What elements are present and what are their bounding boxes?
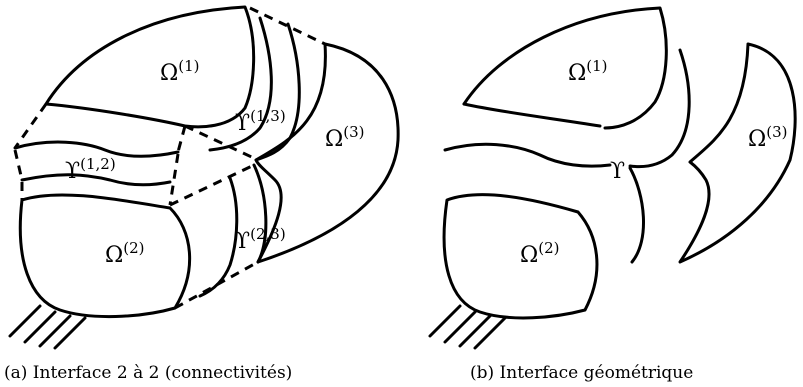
omega-2-label-b: Ω(2) [520,239,560,268]
omega-2-label: Ω(2) [105,239,145,268]
subdomain-1-shape-b [462,6,668,130]
interface-23-edge-b [628,166,646,264]
caption-b: (b) Interface géométrique [470,363,693,383]
subdomain-3-shape [254,42,400,264]
interface-12-dash-left-2 [13,149,24,181]
upsilon-12-label: ϒ(1,2) [65,155,116,184]
interface-13-dash-bottom [184,124,259,162]
interface-23-dash-top [169,164,253,207]
upsilon-23-label: ϒ(2,3) [235,225,286,254]
omega-3-label: Ω(3) [325,123,365,152]
caption-a: (a) Interface 2 à 2 (connectivités) [4,363,292,383]
clamp-hatch-b [428,304,507,350]
subdomain-1-bottom-b [462,102,602,128]
clamp-hatch [8,304,87,350]
subdomain-1-shape [44,5,256,129]
interface-12-dash-right [176,125,187,153]
interface-12-bottom-edge [20,173,172,187]
interface-23-right-edge [252,163,268,264]
subdomain-2-shape-b [442,193,599,320]
interface-right-edge-b [628,48,691,169]
panel-a: Ω(1) ϒ(1,2) ϒ(1,3) Ω(3) ϒ(2,3) Ω(2) (a) … [4,5,400,383]
omega-1-label-b: Ω(1) [568,57,608,86]
upsilon-13-label: ϒ(1,3) [235,107,286,136]
interface-left-edge-b [443,142,612,168]
interface-12-top-edge [13,140,180,158]
subdomain-2-shape [18,193,192,319]
panel-b: Ω(1) ϒ Ω(3) Ω(2) (b) Interface géométriq… [428,6,797,383]
interface-23-left-edge [198,176,239,298]
interface-12-dash-left [13,103,48,149]
interface-13-dash-top [249,6,326,46]
omega-1-label: Ω(1) [160,57,200,86]
interface-13-right-edge [254,22,301,162]
subdomain-3-shape-b [678,42,797,264]
upsilon-label-b: ϒ [610,159,625,184]
interface-12-dash-right-2 [168,153,180,206]
omega-3-label-b: Ω(3) [748,123,788,152]
